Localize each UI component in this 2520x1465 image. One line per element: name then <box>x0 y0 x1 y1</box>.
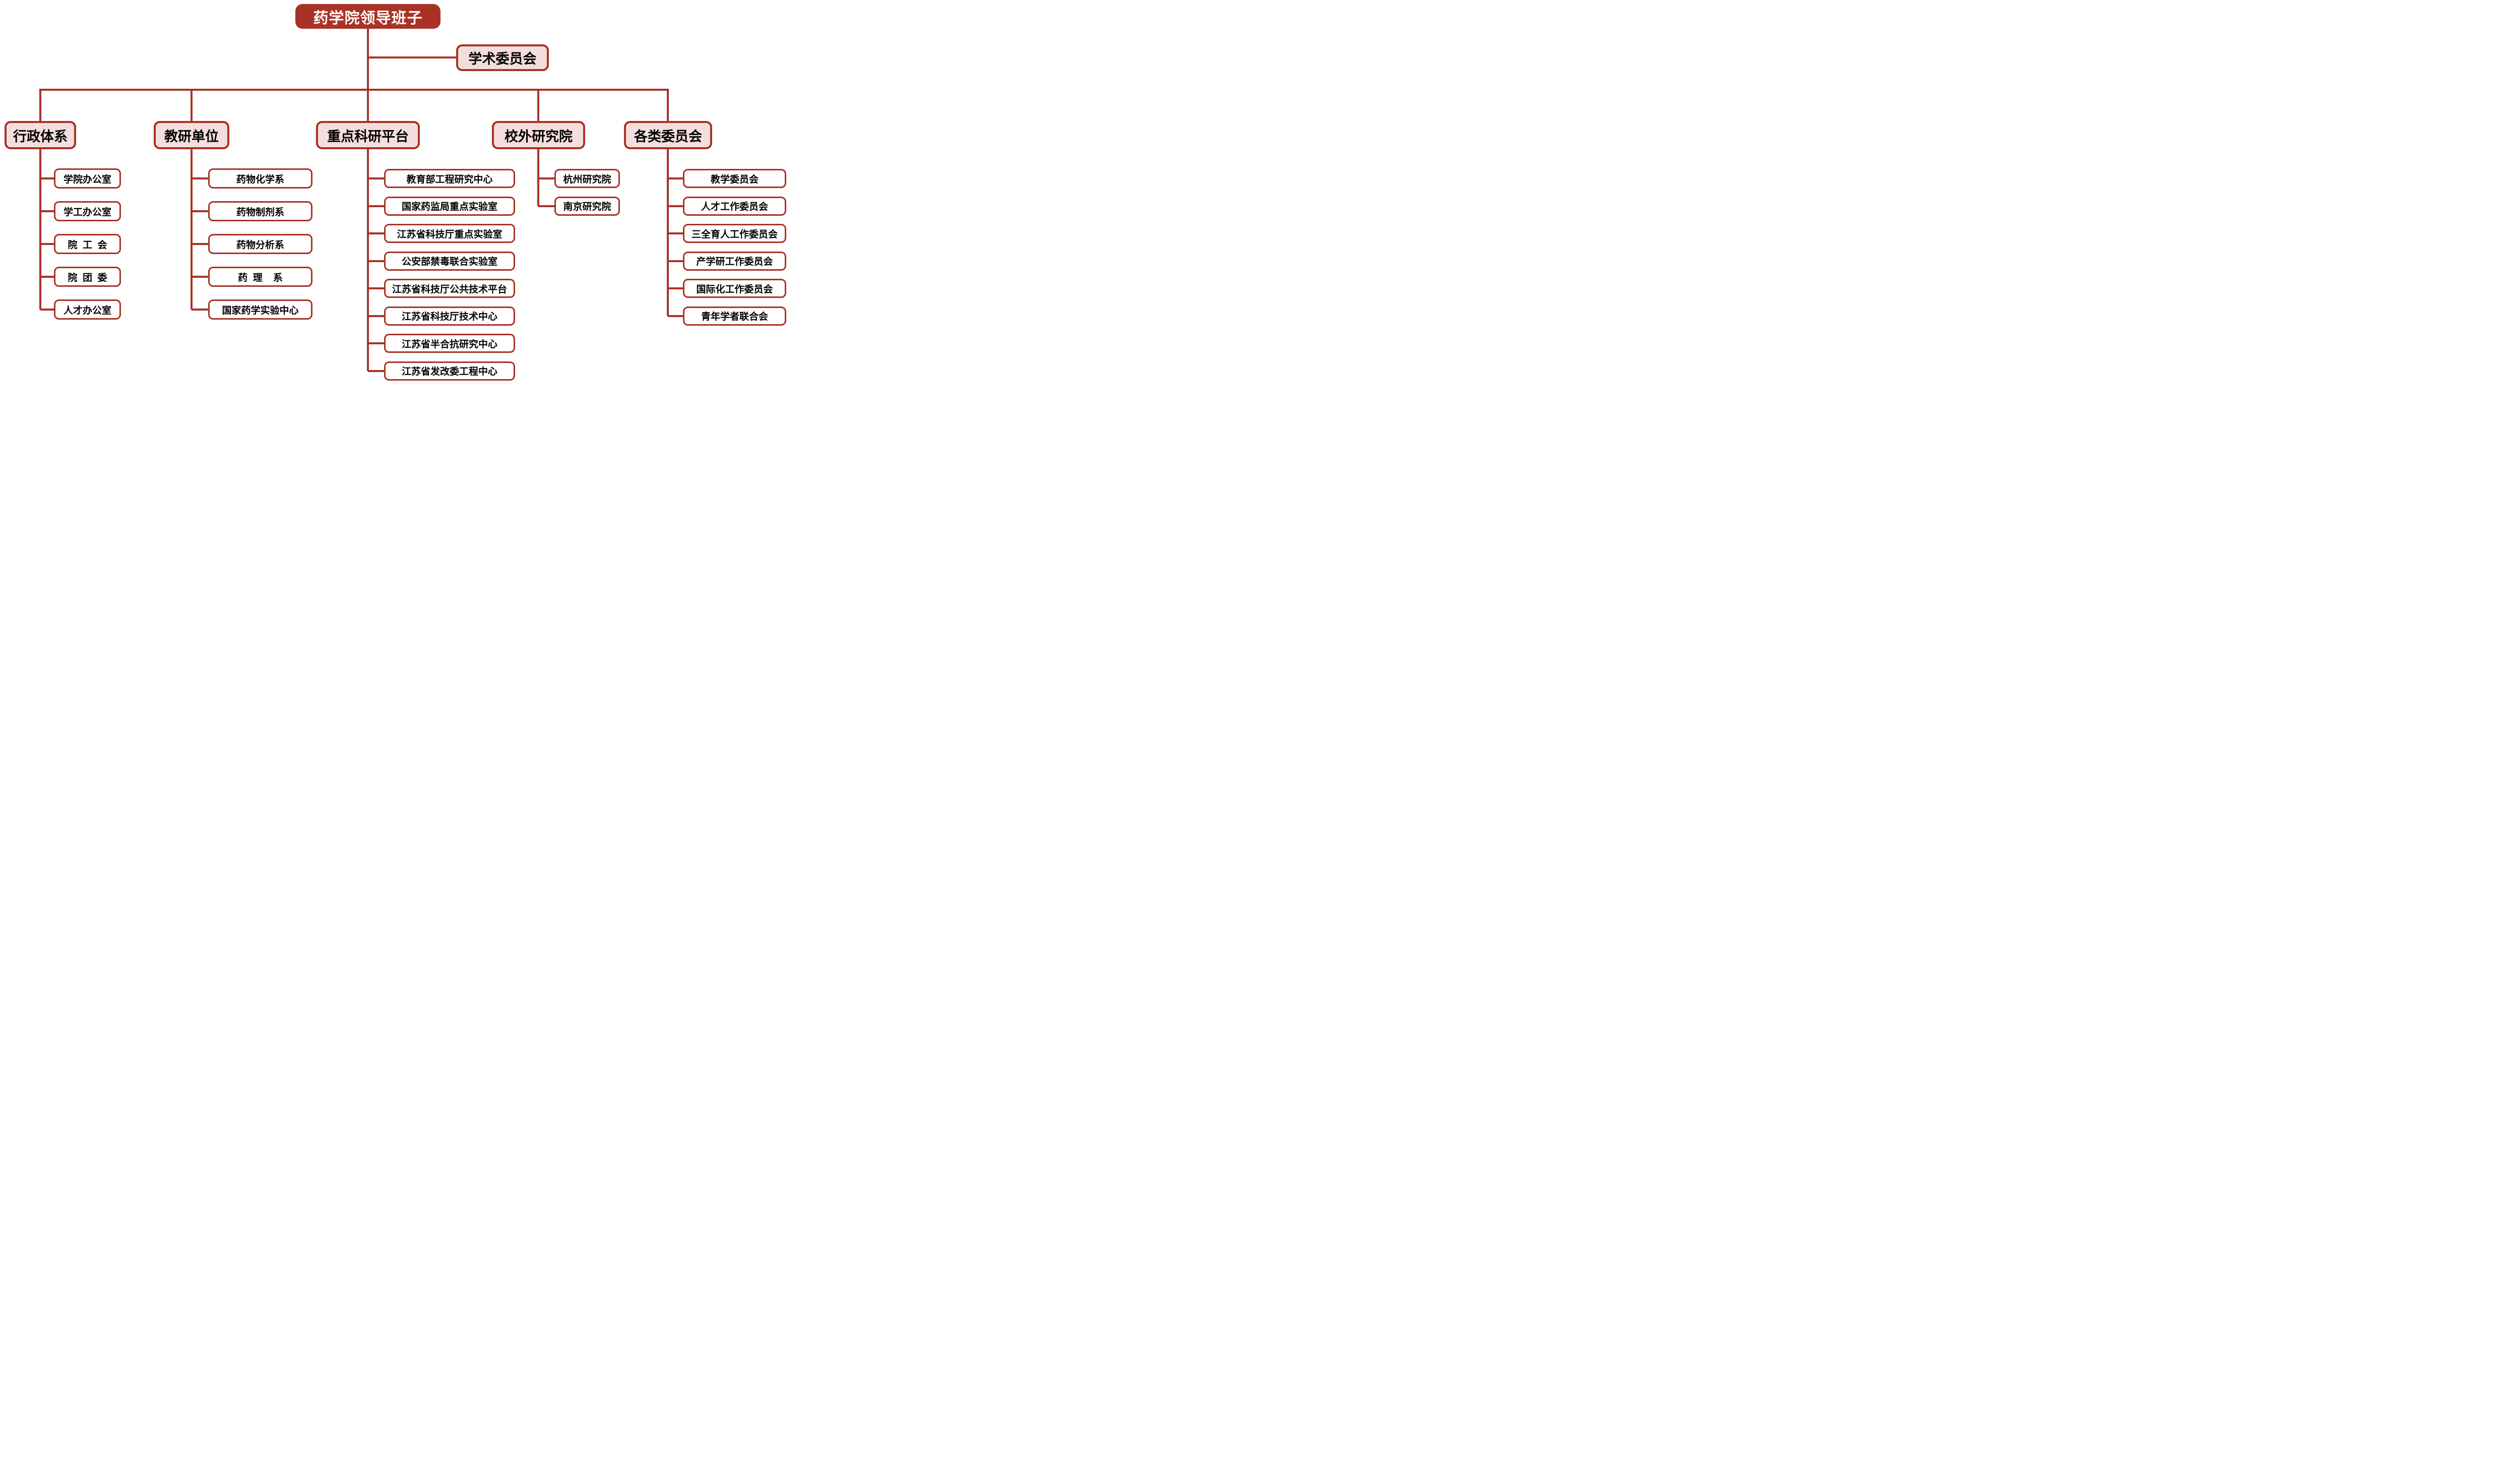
child-stub-line <box>40 177 54 179</box>
child-node: 教育部工程研究中心 <box>384 169 515 188</box>
main-bar-line <box>39 89 669 91</box>
child-stub-line <box>368 205 384 207</box>
child-node: 院 工 会 <box>54 234 121 254</box>
child-node: 药 理 系 <box>208 267 312 287</box>
child-stub-line <box>368 260 384 262</box>
child-stub-line <box>40 276 54 278</box>
root-node: 药学院领导班子 <box>295 4 440 29</box>
child-stub-line <box>368 287 384 289</box>
child-node: 国家药学实验中心 <box>208 299 312 320</box>
child-node: 江苏省科技厅技术中心 <box>384 306 515 326</box>
child-node: 江苏省科技厅公共技术平台 <box>384 279 515 298</box>
child-stub-line <box>40 210 54 212</box>
branch-header: 各类委员会 <box>624 121 712 149</box>
branch-header: 重点科研平台 <box>316 121 420 149</box>
child-stub-line <box>668 232 683 234</box>
branch-header: 校外研究院 <box>492 121 585 149</box>
branch-header: 行政体系 <box>5 121 76 149</box>
child-node: 学院办公室 <box>54 168 121 189</box>
child-node: 国际化工作委员会 <box>683 279 786 298</box>
branch-spine-line <box>39 149 41 310</box>
child-node: 学工办公室 <box>54 201 121 221</box>
org-chart: 药学院领导班子学术委员会行政体系学院办公室学工办公室院 工 会院 团 委人才办公… <box>0 0 790 388</box>
child-stub-line <box>538 205 554 207</box>
trunk-line <box>367 28 369 90</box>
child-node: 药物分析系 <box>208 234 312 254</box>
child-node: 人才办公室 <box>54 299 121 320</box>
child-stub-line <box>668 315 683 317</box>
child-node: 国家药监局重点实验室 <box>384 196 515 216</box>
branch-header: 教研单位 <box>154 121 229 149</box>
child-stub-line <box>668 260 683 262</box>
child-node: 江苏省发改委工程中心 <box>384 361 515 381</box>
child-stub-line <box>368 370 384 372</box>
child-node: 杭州研究院 <box>554 169 620 188</box>
child-node: 公安部禁毒联合实验室 <box>384 251 515 271</box>
branch-drop-line <box>39 90 41 121</box>
child-stub-line <box>192 177 208 179</box>
child-stub-line <box>368 342 384 344</box>
branch-drop-line <box>191 90 193 121</box>
child-stub-line <box>40 309 54 311</box>
child-node: 产学研工作委员会 <box>683 251 786 271</box>
branch-drop-line <box>367 90 369 121</box>
branch-drop-line <box>537 90 539 121</box>
child-stub-line <box>368 232 384 234</box>
child-stub-line <box>538 177 554 179</box>
child-node: 药物制剂系 <box>208 201 312 221</box>
child-stub-line <box>192 210 208 212</box>
child-node: 南京研究院 <box>554 196 620 216</box>
child-stub-line <box>668 287 683 289</box>
child-node: 江苏省半合抗研究中心 <box>384 334 515 353</box>
child-stub-line <box>40 243 54 245</box>
child-stub-line <box>668 177 683 179</box>
child-node: 三全育人工作委员会 <box>683 224 786 243</box>
child-node: 人才工作委员会 <box>683 196 786 216</box>
branch-drop-line <box>667 90 669 121</box>
child-stub-line <box>668 205 683 207</box>
branch-spine-line <box>191 149 193 310</box>
child-stub-line <box>368 315 384 317</box>
child-stub-line <box>192 309 208 311</box>
child-node: 青年学者联合会 <box>683 306 786 326</box>
academic-committee-line <box>368 56 456 58</box>
child-node: 江苏省科技厅重点实验室 <box>384 224 515 243</box>
child-stub-line <box>192 243 208 245</box>
child-node: 院 团 委 <box>54 267 121 287</box>
child-stub-line <box>192 276 208 278</box>
child-node: 药物化学系 <box>208 168 312 189</box>
academic-committee-node: 学术委员会 <box>456 44 549 71</box>
child-node: 教学委员会 <box>683 169 786 188</box>
child-stub-line <box>368 177 384 179</box>
